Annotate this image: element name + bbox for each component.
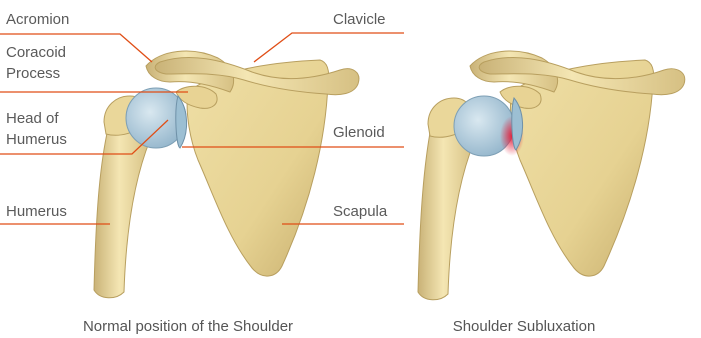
label-coracoid-line2: Process — [6, 65, 60, 83]
label-head-line1: Head of — [6, 110, 59, 128]
humerus-shaft-left — [94, 120, 150, 298]
label-clavicle: Clavicle — [333, 11, 386, 29]
glenoid-left — [176, 96, 187, 148]
caption-subluxation: Shoulder Subluxation — [432, 318, 616, 336]
label-head-line2: Humerus — [6, 131, 67, 149]
subluxated-shoulder — [418, 51, 685, 300]
normal-shoulder — [94, 51, 359, 298]
label-coracoid-line1: Coracoid — [6, 44, 66, 62]
leader-clavicle — [254, 33, 404, 62]
caption-normal: Normal position of the Shoulder — [60, 318, 316, 336]
label-glenoid: Glenoid — [333, 124, 385, 142]
label-acromion: Acromion — [6, 11, 69, 29]
label-scapula: Scapula — [333, 203, 387, 221]
label-humerus: Humerus — [6, 203, 67, 221]
